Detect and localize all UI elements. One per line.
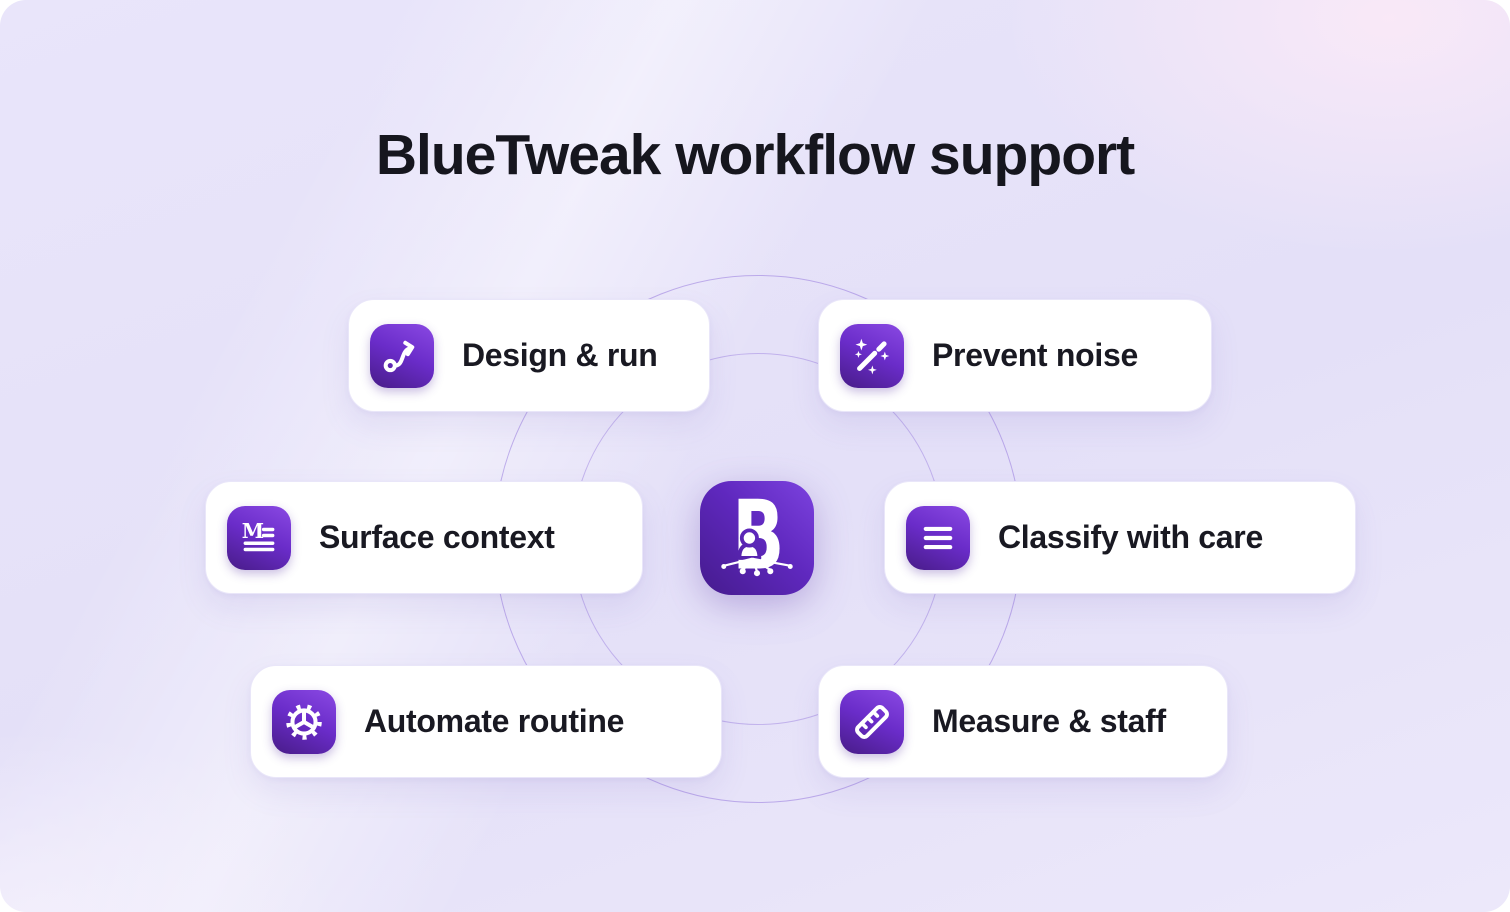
card-prevent-noise: Prevent noise <box>818 299 1212 412</box>
page-title: BlueTweak workflow support <box>375 123 1135 187</box>
markdown-text-icon: M <box>227 505 291 570</box>
card-classify: Classify with care <box>884 481 1356 594</box>
route-arrow-icon <box>370 323 434 388</box>
magic-wand-icon <box>840 323 904 388</box>
card-label: Automate routine <box>364 703 625 739</box>
card-label: Measure & staff <box>932 703 1166 739</box>
card-measure: Measure & staff <box>818 665 1228 778</box>
ruler-icon <box>840 689 904 754</box>
svg-text:M: M <box>242 518 264 542</box>
card-label: Prevent noise <box>932 337 1138 373</box>
menu-lines-icon <box>906 505 970 570</box>
card-automate: Automate routine <box>250 665 722 778</box>
card-label: Surface context <box>319 519 555 555</box>
card-label: Design & run <box>462 337 658 373</box>
card-design-run: Design & run <box>348 299 710 412</box>
card-surface-context: M Surface context <box>205 481 643 594</box>
gear-icon <box>272 689 336 754</box>
bluetweak-logo: B <box>700 481 814 595</box>
card-label: Classify with care <box>998 519 1263 555</box>
